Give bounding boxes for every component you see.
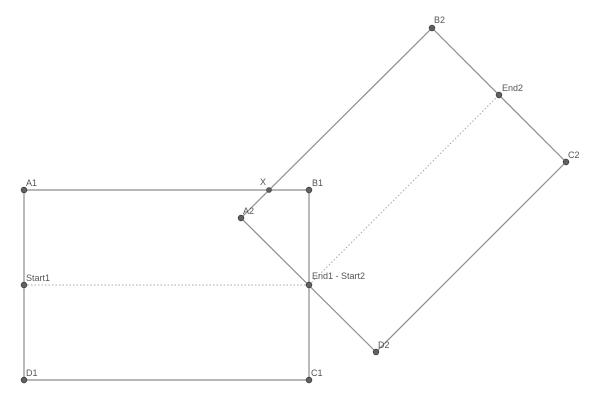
label-x: X (260, 177, 266, 187)
label-end1-start2: End1 - Start2 (312, 271, 365, 281)
label-b1: B1 (312, 178, 323, 188)
point-a2[interactable] (237, 214, 245, 222)
label-a2: A2 (243, 206, 254, 216)
point-d1[interactable] (20, 376, 28, 384)
point-c1[interactable] (305, 376, 313, 384)
label-d1: D1 (26, 368, 38, 378)
point-b2[interactable] (428, 24, 436, 32)
labels: A1 B1 C1 D1 Start1 End1 - Start2 A2 B2 C… (26, 15, 580, 378)
label-end2: End2 (502, 83, 523, 93)
edge-a2-b2 (240, 27, 433, 219)
point-d2[interactable] (372, 348, 380, 356)
label-start1: Start1 (26, 273, 50, 283)
point-a1[interactable] (20, 186, 28, 194)
point-c2[interactable] (562, 158, 570, 166)
guide-start2-end2 (308, 94, 500, 286)
point-b1[interactable] (305, 186, 313, 194)
label-b2: B2 (434, 15, 445, 25)
points (20, 24, 570, 384)
point-x[interactable] (266, 187, 272, 193)
label-a1: A1 (26, 178, 37, 188)
point-start1[interactable] (20, 281, 28, 289)
label-d2: D2 (378, 340, 390, 350)
label-c1: C1 (311, 368, 323, 378)
point-end1-start2[interactable] (305, 281, 313, 289)
edge-c2-d2 (375, 161, 567, 353)
rectangle-1 (23, 189, 310, 381)
label-c2: C2 (568, 150, 580, 160)
point-end2[interactable] (495, 91, 503, 99)
